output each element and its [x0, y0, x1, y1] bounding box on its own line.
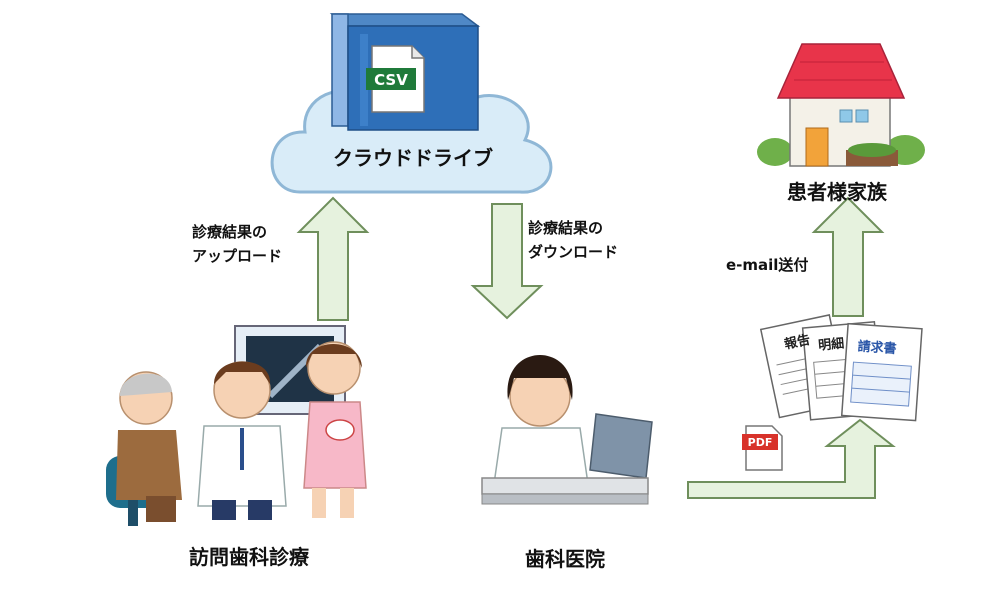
upload-arrow	[296, 196, 370, 321]
csv-file-icon	[366, 45, 425, 113]
invoice-document	[840, 322, 923, 422]
cloud-drive-label: クラウドドライブ	[333, 146, 493, 170]
send-arrow	[687, 418, 896, 499]
download-label: 診療結果の ダウンロード	[528, 216, 618, 264]
download-label-line2: ダウンロード	[528, 243, 619, 261]
email-label: e-mail送付	[726, 256, 809, 274]
clinic-label: 歯科医院	[525, 547, 605, 571]
csv-badge-text: CSV	[374, 71, 408, 89]
statement-document-title: 明細	[818, 336, 845, 354]
download-arrow	[470, 203, 544, 320]
upload-label-line2: アップロード	[192, 247, 283, 265]
pdf-icon	[742, 425, 783, 471]
clinic-scene	[481, 355, 653, 505]
visit-scene	[106, 325, 367, 526]
pdf-badge-text: PDF	[748, 436, 773, 449]
invoice-document-title: 請求書	[857, 338, 897, 357]
upload-label: 診療結果の アップロード	[192, 220, 282, 268]
upload-label-line1: 診療結果の	[192, 223, 268, 241]
cloud-drive	[270, 13, 553, 194]
family-arrow	[811, 196, 885, 317]
house-icon	[757, 43, 925, 167]
documents-stack	[759, 314, 923, 422]
download-label-line1: 診療結果の	[528, 219, 604, 237]
report-document-title: 報告	[783, 332, 812, 353]
family-label: 患者様家族	[787, 180, 887, 204]
visit-label: 訪問歯科診療	[189, 545, 309, 569]
